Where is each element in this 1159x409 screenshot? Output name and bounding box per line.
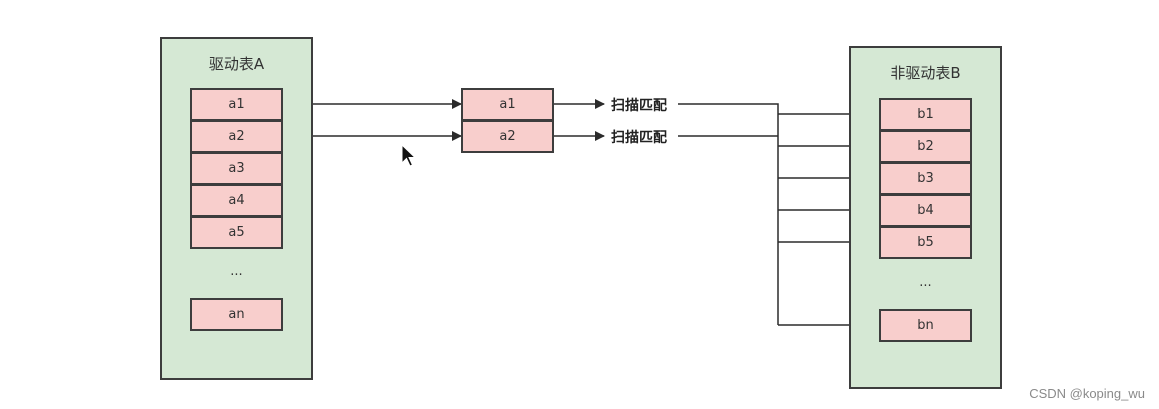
driven-row-b4: b4 (879, 194, 972, 227)
driven-row-b5: b5 (879, 226, 972, 259)
driving-row-a5: a5 (190, 216, 283, 249)
mouse-pointer-icon (401, 144, 417, 167)
driven-table-ellipsis: ... (919, 275, 932, 290)
driven-table-title: 非驱动表B (890, 64, 961, 82)
driving-table-ellipsis: ... (230, 264, 243, 279)
scan-match-label-1: 扫描匹配 (611, 98, 667, 114)
driving-row-a2: a2 (190, 120, 283, 153)
driven-row-bn: bn (879, 309, 972, 342)
driving-row-an: an (190, 298, 283, 331)
driving-row-a1: a1 (190, 88, 283, 121)
driven-row-b2: b2 (879, 130, 972, 163)
watermark: CSDN @koping_wu (1029, 386, 1145, 401)
driving-table-title: 驱动表A (208, 55, 265, 73)
driving-row-a3: a3 (190, 152, 283, 185)
driven-row-b3: b3 (879, 162, 972, 195)
driven-row-b1: b1 (879, 98, 972, 131)
connector-match1-bus (678, 103, 779, 325)
scan-match-label-2: 扫描匹配 (611, 130, 667, 146)
buffer-row-a2: a2 (461, 120, 554, 153)
driving-row-a4: a4 (190, 184, 283, 217)
buffer-row-a1: a1 (461, 88, 554, 121)
